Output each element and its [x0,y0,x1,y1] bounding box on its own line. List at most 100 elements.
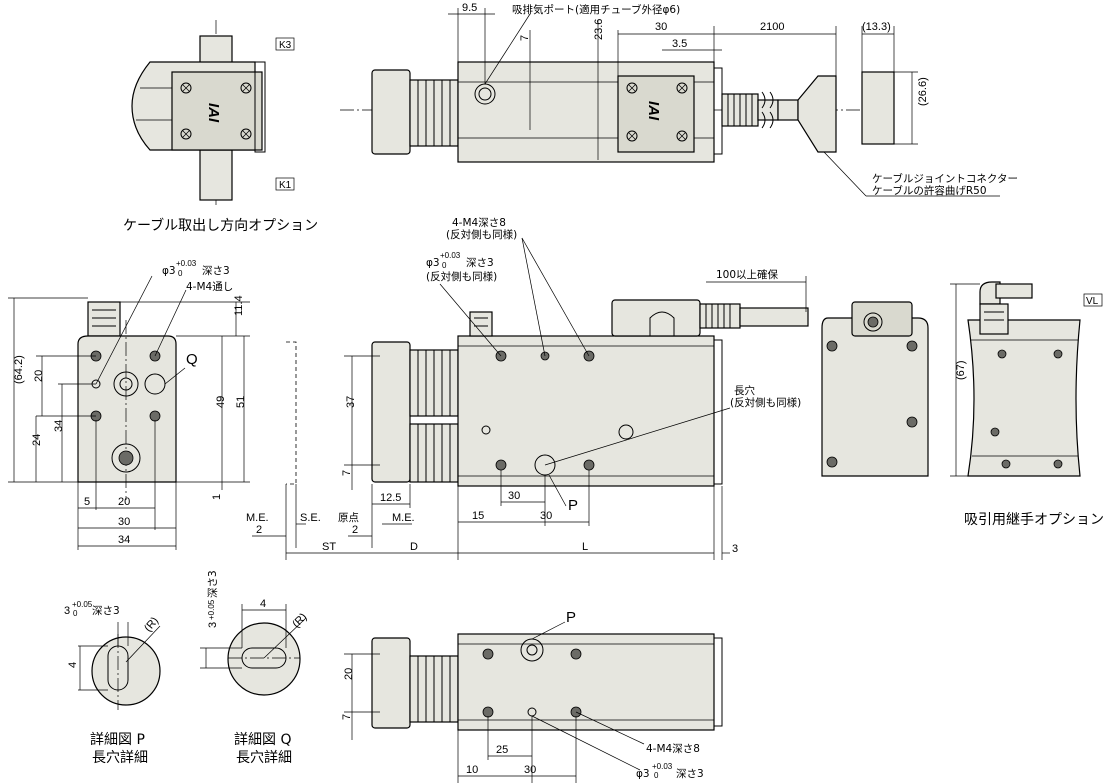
me-label-right: M.E. [392,512,415,524]
dim-1: 1 [211,494,223,500]
phi3-tol-bottom: +0.03 [652,762,673,771]
dim-3-right: 3 [732,543,738,555]
cable-joint-connector [797,75,837,153]
detail-p: 3 +0.05 0 深さ3 4 (R) 詳細図 P 長穴詳細 [64,600,161,766]
phi3-note-end: φ3 [162,265,176,277]
depth3-end: 深さ3 [202,265,230,277]
bellows [409,79,459,147]
dim-34-end: 34 [118,534,130,546]
detail-q-caption: 詳細図 Q [234,732,291,748]
dim-30-side: 30 [508,490,520,502]
opposite-same-note-3: (反対側も同様) [730,396,801,409]
dim-49: 49 [215,396,227,408]
detail-p-dim-4: 4 [67,662,79,668]
p-marker: P [568,497,578,514]
dim-15: 15 [472,510,484,522]
depth3-bottom: 深さ3 [676,768,704,780]
phi3-note-side: φ3 [426,257,440,269]
cable-lower [199,149,233,201]
detail-p-caption: 詳細図 P [90,732,145,748]
dim-l: L [582,541,588,553]
cable-direction-option-view: IAI K3 K1 ケーブル取出し方向オプション [123,20,318,234]
phi3-tol-zero-end: 0 [178,269,183,278]
dim-st: ST [322,541,336,553]
dim-25: 25 [496,744,508,756]
dim-30-side-2: 30 [540,510,552,522]
bottom-rod-block [371,637,411,729]
m4-through-note: 4-M4通し [186,281,233,293]
bottom-bellows [409,655,459,723]
phi3-tol-zero-side: 0 [442,261,447,270]
end-view-fitting [87,301,121,337]
cable-bend-radius-note: ケーブルの許容曲げR50 [872,184,987,197]
vl-end-body [821,317,929,477]
opposite-same-note-1: (反対側も同様) [446,228,517,241]
suction-joint-option-caption: 吸引用継手オプション [964,512,1103,528]
dim-26-6: (26.6) [917,77,929,106]
dim-30-bottom-view: 30 [524,764,536,776]
side-rod-block [371,341,411,483]
dim-37: 37 [345,396,357,408]
detail-p-tol-zero: 0 [73,609,78,618]
secure-100-note: 100以上確保 [716,268,779,281]
dim-20-bottom: 20 [118,496,130,508]
iai-logo-top: IAI [645,101,662,121]
dim-13-3: (13.3) [862,21,891,33]
detail-q-r: (R) [290,611,309,630]
detail-p-tol: +0.05 [72,600,93,609]
k3-tag: K3 [279,40,292,51]
dim-9-5: 9.5 [462,2,477,14]
suction-fitting [979,303,1009,335]
cable-gland [721,91,799,129]
dim-5: 5 [84,496,90,508]
phi3-tol-side: +0.03 [440,251,461,260]
k1-tag: K1 [279,180,292,191]
se-label: S.E. [300,512,321,524]
origin-label: 原点 [338,512,359,524]
rod-end-block [371,69,411,155]
phi3-note-bottom: φ3 [636,768,650,780]
main-body-bottom [457,633,715,731]
side-cable [699,303,809,329]
q-marker: Q [186,351,198,368]
opposite-same-note-2: (反対側も同様) [426,270,497,283]
detail-p-r: (R) [142,615,161,634]
side-view: 37 7 12.5 30 15 30 L 3 D ST 2 M.E. S.E. … [246,217,809,560]
dim-23-6: 23.6 [593,19,605,40]
m4-depth8-bottom-note: 4-M4深さ8 [646,743,700,755]
p-marker-bottom: P [566,609,576,626]
detail-q-subcaption: 長穴詳細 [236,750,292,766]
iai-logo: IAI [205,103,222,123]
bottom-view: P 20 7 25 10 30 4-M4深さ8 φ3 +0.03 0 深さ3 [341,609,723,783]
long-hole-note: 長穴 [734,384,755,397]
phi3-tol-end: +0.03 [176,259,197,268]
dim-51: 51 [235,396,247,408]
side-bellows [409,349,459,483]
me-label-left: M.E. [246,512,269,524]
dim-7-bottom: 7 [341,714,353,720]
phi3-tol-zero-bottom: 0 [654,771,659,780]
detail-p-depth3: 深さ3 [92,605,120,617]
connector-block [171,71,263,151]
dim-2-right: 2 [352,524,358,536]
dim-3-5: 3.5 [672,38,687,50]
detail-q-tol: +0.05 [207,599,216,620]
dim-12-5: 12.5 [380,492,401,504]
dim-34-left: 34 [53,420,65,432]
vl-tag: VL [1086,296,1099,307]
dim-d: D [410,541,418,553]
dim-7-top: 7 [519,35,531,41]
detail-q-three: 3 [207,622,219,628]
m4-depth8-note: 4-M4深さ8 [452,217,506,229]
dim-24: 24 [31,434,43,446]
dim-30-end: 30 [118,516,130,528]
cable-direction-option-caption: ケーブル取出し方向オプション [123,217,318,234]
dim-30-top: 30 [655,21,667,33]
dim-67: (67) [955,360,967,380]
dim-20-bottom-view: 20 [343,668,355,680]
detail-q-depth3: 深さ3 [207,570,219,598]
depth3-side: 深さ3 [466,257,494,269]
suction-port-note: 吸排気ポート(適用チューブ外径φ6) [512,3,680,16]
